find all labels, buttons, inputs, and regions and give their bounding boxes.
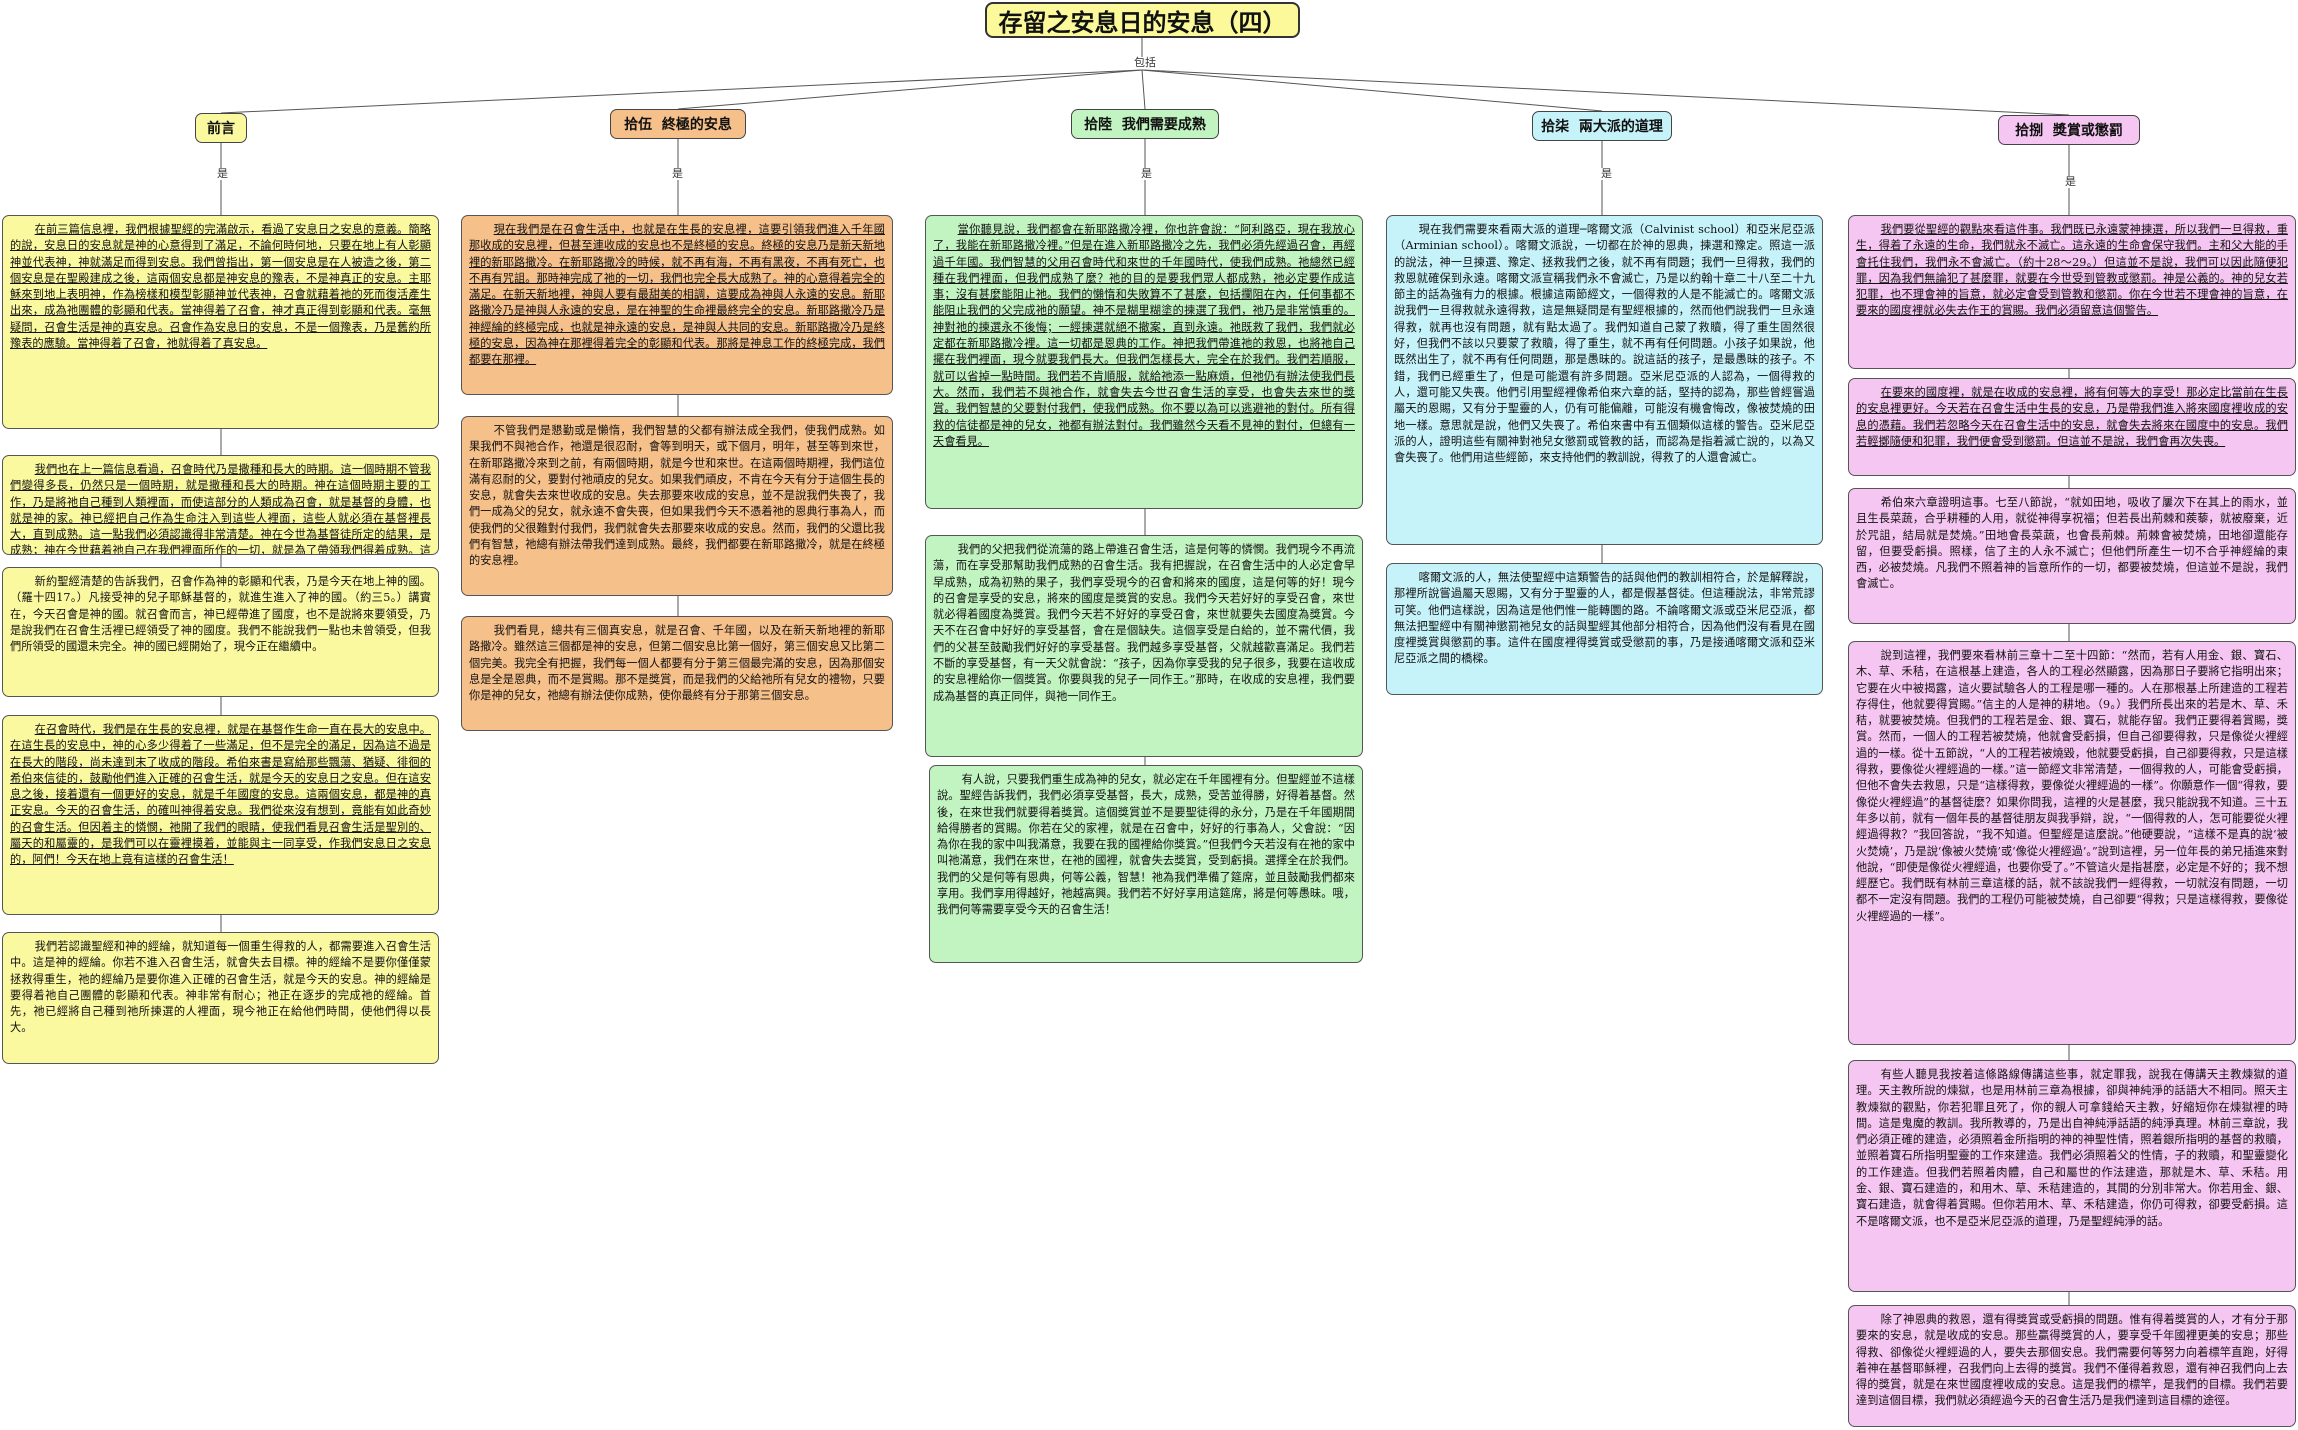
branch-connector-label: 是 <box>216 167 229 180</box>
root-connector-label: 包括 <box>1133 56 1157 69</box>
root-title-node: 存留之安息日的安息（四） <box>985 2 1300 38</box>
text-node: 有人說，只要我們重生成為神的兒女，就必定在千年國裡有分。但聖經並不這樣說。聖經告… <box>929 765 1363 963</box>
branch-header-15: 拾伍 終極的安息 <box>610 109 746 139</box>
text-node: 在前三篇信息裡，我們根據聖經的完滿啟示，看過了安息日之安息的意義。簡略的說，安息… <box>2 215 439 429</box>
text-node: 有些人聽見我按着這條路線傳講這些事，就定罪我，說我在傳講天主教煉獄的道理。天主教… <box>1848 1060 2296 1292</box>
branch-header-18: 拾捌 獎賞或懲罰 <box>1998 115 2140 145</box>
text-node: 現在我們是在召會生活中，也就是在生長的安息裡，這要引領我們進入千年國那收成的安息… <box>461 215 893 395</box>
text-node: 現在我們需要來看兩大派的道理─喀爾文派（Calvinist school）和亞米… <box>1386 215 1823 545</box>
text-node: 在要來的國度裡，就是在收成的安息裡，將有何等大的享受！那必定比當前在生長的安息裡… <box>1848 378 2296 476</box>
text-node: 新約聖經清楚的告訴我們，召會作為神的彰顯和代表，乃是今天在地上神的國。（羅十四1… <box>2 567 439 697</box>
branch-connector-label: 是 <box>1140 167 1153 180</box>
text-node: 我們看見，總共有三個真安息，就是召會、千年國，以及在新天新地裡的新耶路撒冷。雖然… <box>461 616 893 731</box>
branch-header-preface: 前言 <box>195 113 247 143</box>
connector-line <box>220 69 1143 114</box>
text-node: 除了神恩典的救恩，還有得獎賞或受虧損的問題。惟有得着獎賞的人，才有分于那要來的安… <box>1848 1305 2296 1427</box>
text-node: 在召會時代，我們是在生長的安息裡，就是在基督作生命一直在長大的安息中。在這生長的… <box>2 715 439 915</box>
text-node: 我們的父把我們從流蕩的路上帶進召會生活，這是何等的憐憫。我們現今不再流蕩，而在享… <box>925 535 1363 757</box>
text-node: 我們若認識聖經和神的經綸，就知道每一個重生得救的人，都需要進入召會生活中。這是神… <box>2 932 439 1064</box>
text-node: 當你聽見說，我們都會在新耶路撒冷裡，你也許會說：“阿利路亞，現在我放心了，我能在… <box>925 215 1363 509</box>
text-node: 不管我們是懇勤或是懶惰，我們智慧的父都有辦法成全我們，使我們成熟。如果我們不與祂… <box>461 416 893 596</box>
text-node: 希伯來六章證明這事。七至八節說，“就如田地，吸收了屢次下在其上的雨水，並且生長菜… <box>1848 488 2296 624</box>
branch-connector-label: 是 <box>1600 167 1613 180</box>
branch-header-16: 拾陸 我們需要成熟 <box>1071 109 1219 139</box>
branch-connector-label: 是 <box>2064 175 2077 188</box>
text-node: 喀爾文派的人，無法使聖經中這類警告的話與他們的教訓相符合，於是解釋說，那裡所說嘗… <box>1386 563 1823 695</box>
connector-line <box>1141 69 1146 110</box>
text-node: 我們要從聖經的觀點來看這件事。我們既已永遠蒙神揀選，所以我們一旦得救，重生，得着… <box>1848 215 2296 369</box>
connector-line <box>677 69 1143 110</box>
connector-line <box>1141 69 2070 116</box>
text-node: 我們也在上一篇信息看過，召會時代乃是撒種和長大的時期。這一個時期不管我們變得多長… <box>2 455 439 555</box>
branch-connector-label: 是 <box>671 167 684 180</box>
connector-line <box>1141 69 1603 112</box>
text-node: 說到這裡，我們要來看林前三章十二至十四節：“然而，若有人用金、銀、寶石、木、草、… <box>1848 641 2296 1045</box>
branch-header-17: 拾柒 兩大派的道理 <box>1532 111 1672 141</box>
